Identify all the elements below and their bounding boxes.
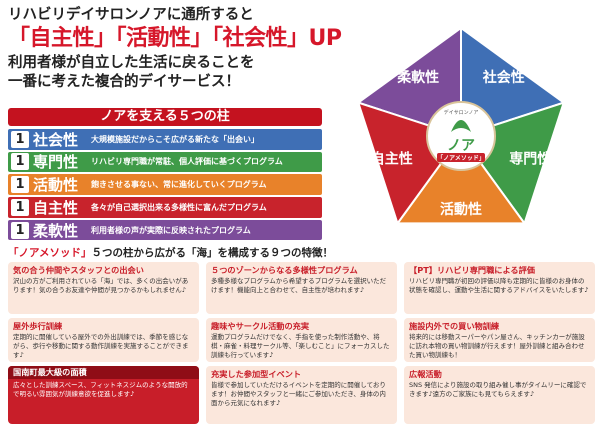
feature-card-body: 運動プログラムだけでなく、手指を使った制作活動や、将棋・麻雀・料理サークル等、「… (211, 333, 390, 359)
feature-card-body: 皆様で参加していただけるイベントを定期的に開催しております！お仲間やスタッフと一… (211, 381, 386, 407)
feature-card-title: 屋外歩行訓練 (13, 321, 63, 331)
feature-card-title: ５つのゾーンからなる多様性プログラム (211, 265, 358, 275)
headline-line-2: 「自主性」「活動性」「社会性」UP (8, 26, 342, 51)
pillar-number: 1 (11, 153, 29, 171)
pillar-number: 1 (11, 221, 29, 239)
headline: リハビリデイサロンノアに通所すると 「自主性」「活動性」「社会性」UP 利用者様… (8, 6, 342, 92)
feature-card-body: 広々とした訓練スペース、フィットネスジムのような開放的で明るい雰囲気が訓練意欲を… (13, 381, 188, 398)
headline-line-3: 利用者様が自立した生活に戻ることを (8, 55, 255, 71)
feature-card-body: 多種多様なプログラムから希望するプログラムを選択いただけます！機能向上と合わせて… (211, 277, 387, 294)
feature-card-title: 国南町最大級の面積 (8, 366, 199, 379)
feature-card: 国南町最大級の面積広々とした訓練スペース、フィットネスジムのような開放的で明るい… (8, 366, 199, 424)
feature-card-title: 施設内外での買い物訓練 (409, 321, 500, 331)
feature-card-title: 趣味やサークル活動の充実 (211, 321, 310, 331)
feature-card: 施設内外での買い物訓練将来的には移動スーパーやパン屋さん、キッチンカーが施設に訪… (404, 318, 595, 362)
feature-card: 屋外歩行訓練定期的に開催している屋外での外出訓練では、季節を感じながら、歩行や移… (8, 318, 199, 362)
features-title-rest: ５つの柱から広がる「海」を構成する９つの特徴！ (91, 247, 333, 259)
headline-line-1: リハビリデイサロンノアに通所すると (8, 7, 254, 23)
pillar-description: 各々が自己選択出来る多様性に富んだプログラム (91, 202, 267, 212)
pentagon-label: 社会性 (482, 69, 525, 86)
pentagon-label: 自主性 (371, 151, 413, 168)
pillar-description: 飽きさせる事ない、常に進化していくプログラム (91, 180, 267, 190)
feature-card-body: リハビリ専門職が初回の評価以降も定期的に皆様のお身体の状態を確認し、運動や生活に… (409, 277, 589, 294)
feature-card-body: 将来的には移動スーパーやパン屋さん、キッチンカーが施設に訪れ本物の買い物訓練が行… (409, 333, 585, 359)
pentagon-label: 専門性 (509, 151, 551, 168)
feature-card: 気の合う仲間やスタッフとの出会い沢山の方がご利用されている「海」では、多くの出会… (8, 262, 199, 314)
feature-card-title: 【PT】リハビリ専門職による評価 (409, 265, 535, 275)
feature-card-body: 定期的に開催している屋外での外出訓練では、季節を感じながら、歩行や移動に関する動… (13, 333, 189, 359)
pillar-number: 1 (11, 130, 29, 148)
pillar-name: 柔軟性 (33, 221, 79, 240)
pillar-description: 利用者様の声が実際に反映されたプログラム (91, 225, 251, 235)
pillar-number: 1 (11, 176, 29, 194)
pentagon-label: 柔軟性 (396, 69, 439, 86)
feature-card-title: 充実した参加型イベント (211, 369, 302, 379)
features-title: 「ノアメソッド」５つの柱から広がる「海」を構成する９つの特徴！ (8, 245, 333, 260)
pillar-description: 大規模施設だからこそ広がる新たな「出会い」 (91, 134, 259, 144)
pillar-description: リハビリ専門職が常駐、個人評価に基づくプログラム (91, 157, 283, 167)
headline-line-4: 一番に考えた複合的デイサービス！ (8, 74, 240, 90)
pillar-number: 1 (11, 198, 29, 216)
pillars-title: ノアを支える５つの柱 (8, 108, 322, 126)
pillar-name: 社会性 (33, 130, 79, 149)
feature-card-title: 広報活動 (409, 369, 442, 379)
logo-sub-text: 「ノアメソッド」 (437, 154, 485, 162)
pillar-name: 活動性 (33, 176, 79, 195)
feature-card: 趣味やサークル活動の充実運動プログラムだけでなく、手指を使った制作活動や、将棋・… (206, 318, 397, 362)
feature-card-body: 沢山の方がご利用されている「海」では、多くの出会いがあります！気の合うお友達や仲… (13, 277, 189, 294)
pentagon-label: 活動性 (440, 201, 482, 218)
feature-card: 充実した参加型イベント皆様で参加していただけるイベントを定期的に開催しております… (206, 366, 397, 424)
logo-main-text: ノア (447, 138, 475, 154)
feature-card: ５つのゾーンからなる多様性プログラム多種多様なプログラムから希望するプログラムを… (206, 262, 397, 314)
feature-card-body: SNS 発信により施設の取り組み催し事がタイムリーに確認できます♪遠方のご家族に… (409, 381, 587, 398)
logo-small-text: デイサロンノア (444, 109, 479, 116)
pillar-name: 自主性 (33, 198, 79, 217)
features-title-quote: 「ノアメソッド」 (8, 247, 92, 259)
feature-card: 広報活動 SNS 発信により施設の取り組み催し事がタイムリーに確認できます♪遠方の… (404, 366, 595, 424)
leaf-icon (451, 120, 471, 132)
feature-card-title: 気の合う仲間やスタッフとの出会い (13, 265, 144, 275)
pillar-name: 専門性 (33, 153, 79, 172)
logo-sub-banner (437, 153, 485, 162)
feature-card: 【PT】リハビリ専門職による評価リハビリ専門職が初回の評価以降も定期的に皆様のお… (404, 262, 595, 314)
